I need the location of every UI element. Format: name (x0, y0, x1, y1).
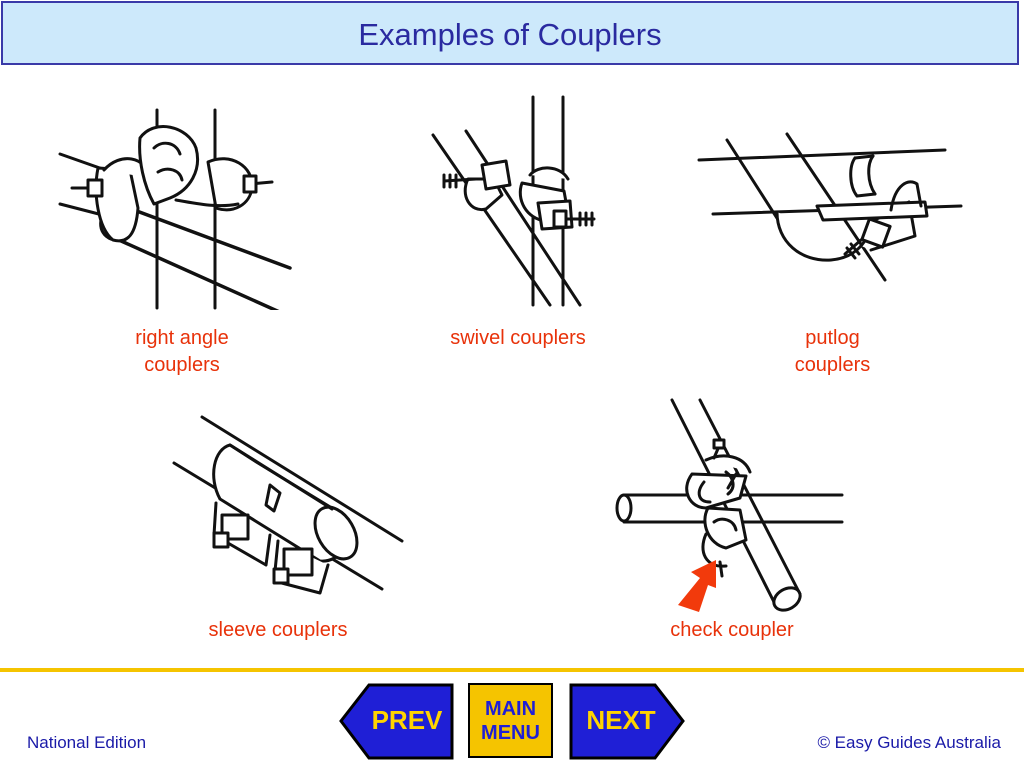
putlog-caption-line2: couplers (794, 354, 871, 376)
check-caption: check coupler (670, 619, 794, 641)
left-arrow-button-icon (339, 683, 454, 760)
swivel-coupler-image (430, 95, 600, 310)
copyright-label: © Easy Guides Australia (817, 733, 1001, 752)
red-arrow-icon (678, 560, 716, 612)
page-title: Examples of Couplers (358, 17, 662, 52)
footer-divider (0, 668, 1024, 672)
main-menu-label-line1: MAIN (484, 698, 537, 720)
sleeve-coupler-image (170, 415, 410, 595)
prev-label: PREV (371, 705, 443, 735)
check-coupler-image (610, 398, 850, 618)
main-menu-button[interactable]: MAIN MENU (468, 683, 553, 758)
putlog-coupler-image (695, 130, 967, 292)
right-angle-caption-line2: couplers (144, 354, 220, 376)
main-menu-label: MAIN MENU (470, 697, 551, 745)
putlog-caption-line1: putlog (805, 327, 860, 349)
next-label: NEXT (586, 705, 656, 735)
main-menu-label-line2: MENU (481, 722, 540, 744)
sleeve-caption: sleeve couplers (208, 619, 348, 641)
right-angle-caption-line1: right angle (135, 327, 229, 349)
title-bar: Examples of Couplers (1, 1, 1019, 65)
right-angle-coupler-image (58, 108, 293, 310)
right-arrow-button-icon (569, 683, 685, 760)
edition-label: National Edition (27, 733, 147, 752)
right-angle-caption: right angle couplers (92, 325, 272, 379)
swivel-caption: swivel couplers (450, 327, 586, 349)
next-button[interactable]: NEXT (569, 683, 685, 760)
putlog-caption: putlog couplers (760, 325, 905, 379)
prev-button[interactable]: PREV (339, 683, 454, 760)
